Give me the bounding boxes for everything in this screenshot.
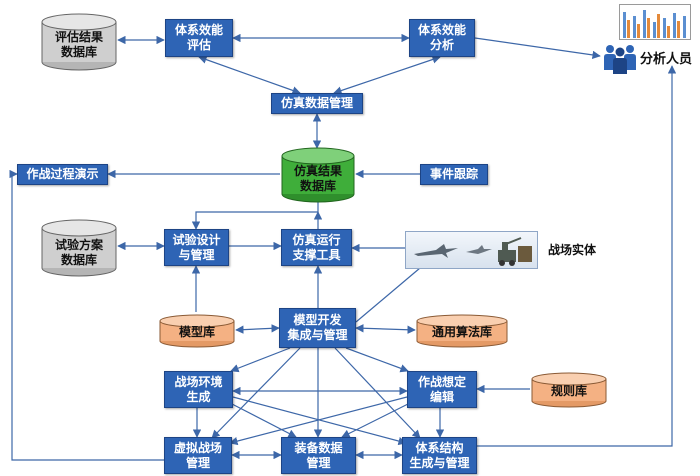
test-db-label: 试验方案 数据库 <box>54 238 103 267</box>
edge-scenario-virtual <box>229 396 408 446</box>
edge-analyze-simdatamgmt <box>333 55 441 95</box>
env-gen-node: 战场环境 生成 <box>164 371 233 408</box>
algo-lib-label: 通用算法库 <box>431 325 492 339</box>
combat-demo-node: 作战过程演示 <box>17 164 108 185</box>
edge-scenario-equip <box>341 403 409 438</box>
test-design-node: 试验设计 与管理 <box>164 229 229 266</box>
database-icon <box>41 13 117 71</box>
analyze-sys-node: 体系效能 分析 <box>409 19 475 57</box>
sim-data-mgmt-node: 仿真数据管理 <box>271 93 363 114</box>
database-icon <box>159 314 235 348</box>
edge-modellib-modeldev <box>235 324 280 334</box>
model-lib-cylinder: 模型库 <box>158 314 236 348</box>
equip-data-node: 装备数据 管理 <box>281 437 356 474</box>
edge-modeldev-scenario <box>345 347 409 373</box>
analyst-label: 分析人员 <box>640 52 693 67</box>
eval-sys-node: 体系效能 评估 <box>165 19 233 57</box>
sim-db-cylinder: 仿真结果 数据库 <box>280 146 356 204</box>
test-db-cylinder: 试验方案 数据库 <box>40 218 118 278</box>
edge-virtual-demo <box>11 174 164 461</box>
battle-entity-label: 战场实体 <box>548 243 597 257</box>
database-icon <box>281 147 355 203</box>
edge-envgen-equip <box>231 403 297 438</box>
edge-analyze-analyst <box>474 37 601 60</box>
model-dev-node: 模型开发 集成与管理 <box>279 308 356 348</box>
rules-lib-label: 规则库 <box>550 384 587 398</box>
database-icon <box>41 219 117 277</box>
sim-db-label: 仿真结果 数据库 <box>293 164 342 193</box>
eval-db-label: 评估结果 数据库 <box>54 30 103 59</box>
edge-analyst-sysstruct <box>477 65 677 447</box>
edge-virtual-demo-tip <box>9 169 18 179</box>
people-group-icon <box>604 45 636 74</box>
model-lib-label: 模型库 <box>178 325 215 339</box>
algo-lib-cylinder: 通用算法库 <box>415 314 509 348</box>
rules-lib-cylinder: 规则库 <box>530 372 608 408</box>
virtual-mgmt-node: 虚拟战场 管理 <box>164 437 232 474</box>
bar-chart-icon <box>619 4 691 40</box>
aircraft-and-vehicle-icon <box>414 237 532 266</box>
database-icon <box>531 372 607 408</box>
battlefield-entity-image <box>405 231 538 269</box>
sys-struct-node: 体系结构 生成与管理 <box>402 437 477 474</box>
eval-db-cylinder: 评估结果 数据库 <box>40 12 118 72</box>
event-track-node: 事件跟踪 <box>420 164 488 185</box>
sim-run-node: 仿真运行 支撑工具 <box>281 229 352 266</box>
edge-simdb-testdesign <box>191 200 319 230</box>
edge-entity-modeldev <box>355 267 421 323</box>
database-icon <box>416 314 508 348</box>
edge-evalsys-simdatamgmt <box>198 55 301 95</box>
edge-modeldev-algo <box>355 324 416 334</box>
scenario-node: 作战想定 编辑 <box>407 371 477 408</box>
edge-modeldev-envgen <box>230 347 291 373</box>
